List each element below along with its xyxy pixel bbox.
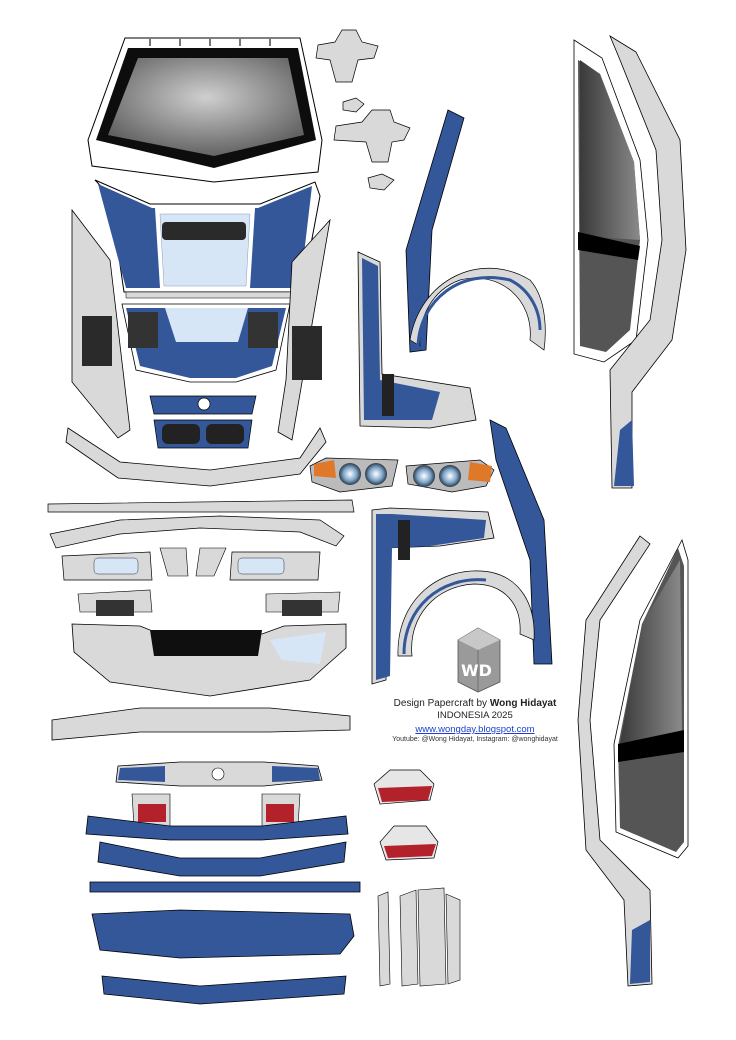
headlight-parts [309, 457, 495, 493]
country-year: INDONESIA 2025 [437, 710, 513, 721]
front-bumper-strips [47, 499, 355, 581]
website-link[interactable]: www.wongday.blogspot.com [415, 724, 535, 735]
front-bumper-part [71, 589, 347, 697]
front-fender-side-panels [71, 208, 331, 441]
rear-panel-part [85, 793, 361, 1005]
mirror-parts [377, 887, 461, 987]
side-skirt-lower-right [577, 535, 689, 987]
wd-logo: WD [457, 627, 501, 693]
credits-block: Design Papercraft by Wong Hidayat INDONE… [380, 698, 570, 743]
trunk-lid-part [115, 761, 323, 787]
side-skirt-upper-right [573, 35, 687, 489]
kidney-grille-part [149, 395, 257, 449]
design-credit: Design Papercraft by Wong Hidayat [380, 698, 570, 709]
logo-letters: WD [461, 661, 492, 680]
windshield-part [87, 37, 323, 183]
front-lip-part [65, 427, 327, 487]
social-handles: Youtube: @Wong Hidayat, Instagram: @wong… [392, 736, 558, 743]
taillight-parts [373, 769, 439, 861]
roof-small-parts [315, 29, 411, 191]
side-skirt-strip [51, 707, 351, 741]
design-credit-prefix: Design Papercraft by [393, 698, 490, 709]
author-name: Wong Hidayat [489, 698, 557, 709]
hood-part [94, 179, 321, 383]
front-fender-upper [357, 251, 546, 429]
a-pillar-strip-upper [405, 109, 465, 353]
front-fender-lower [371, 419, 553, 685]
